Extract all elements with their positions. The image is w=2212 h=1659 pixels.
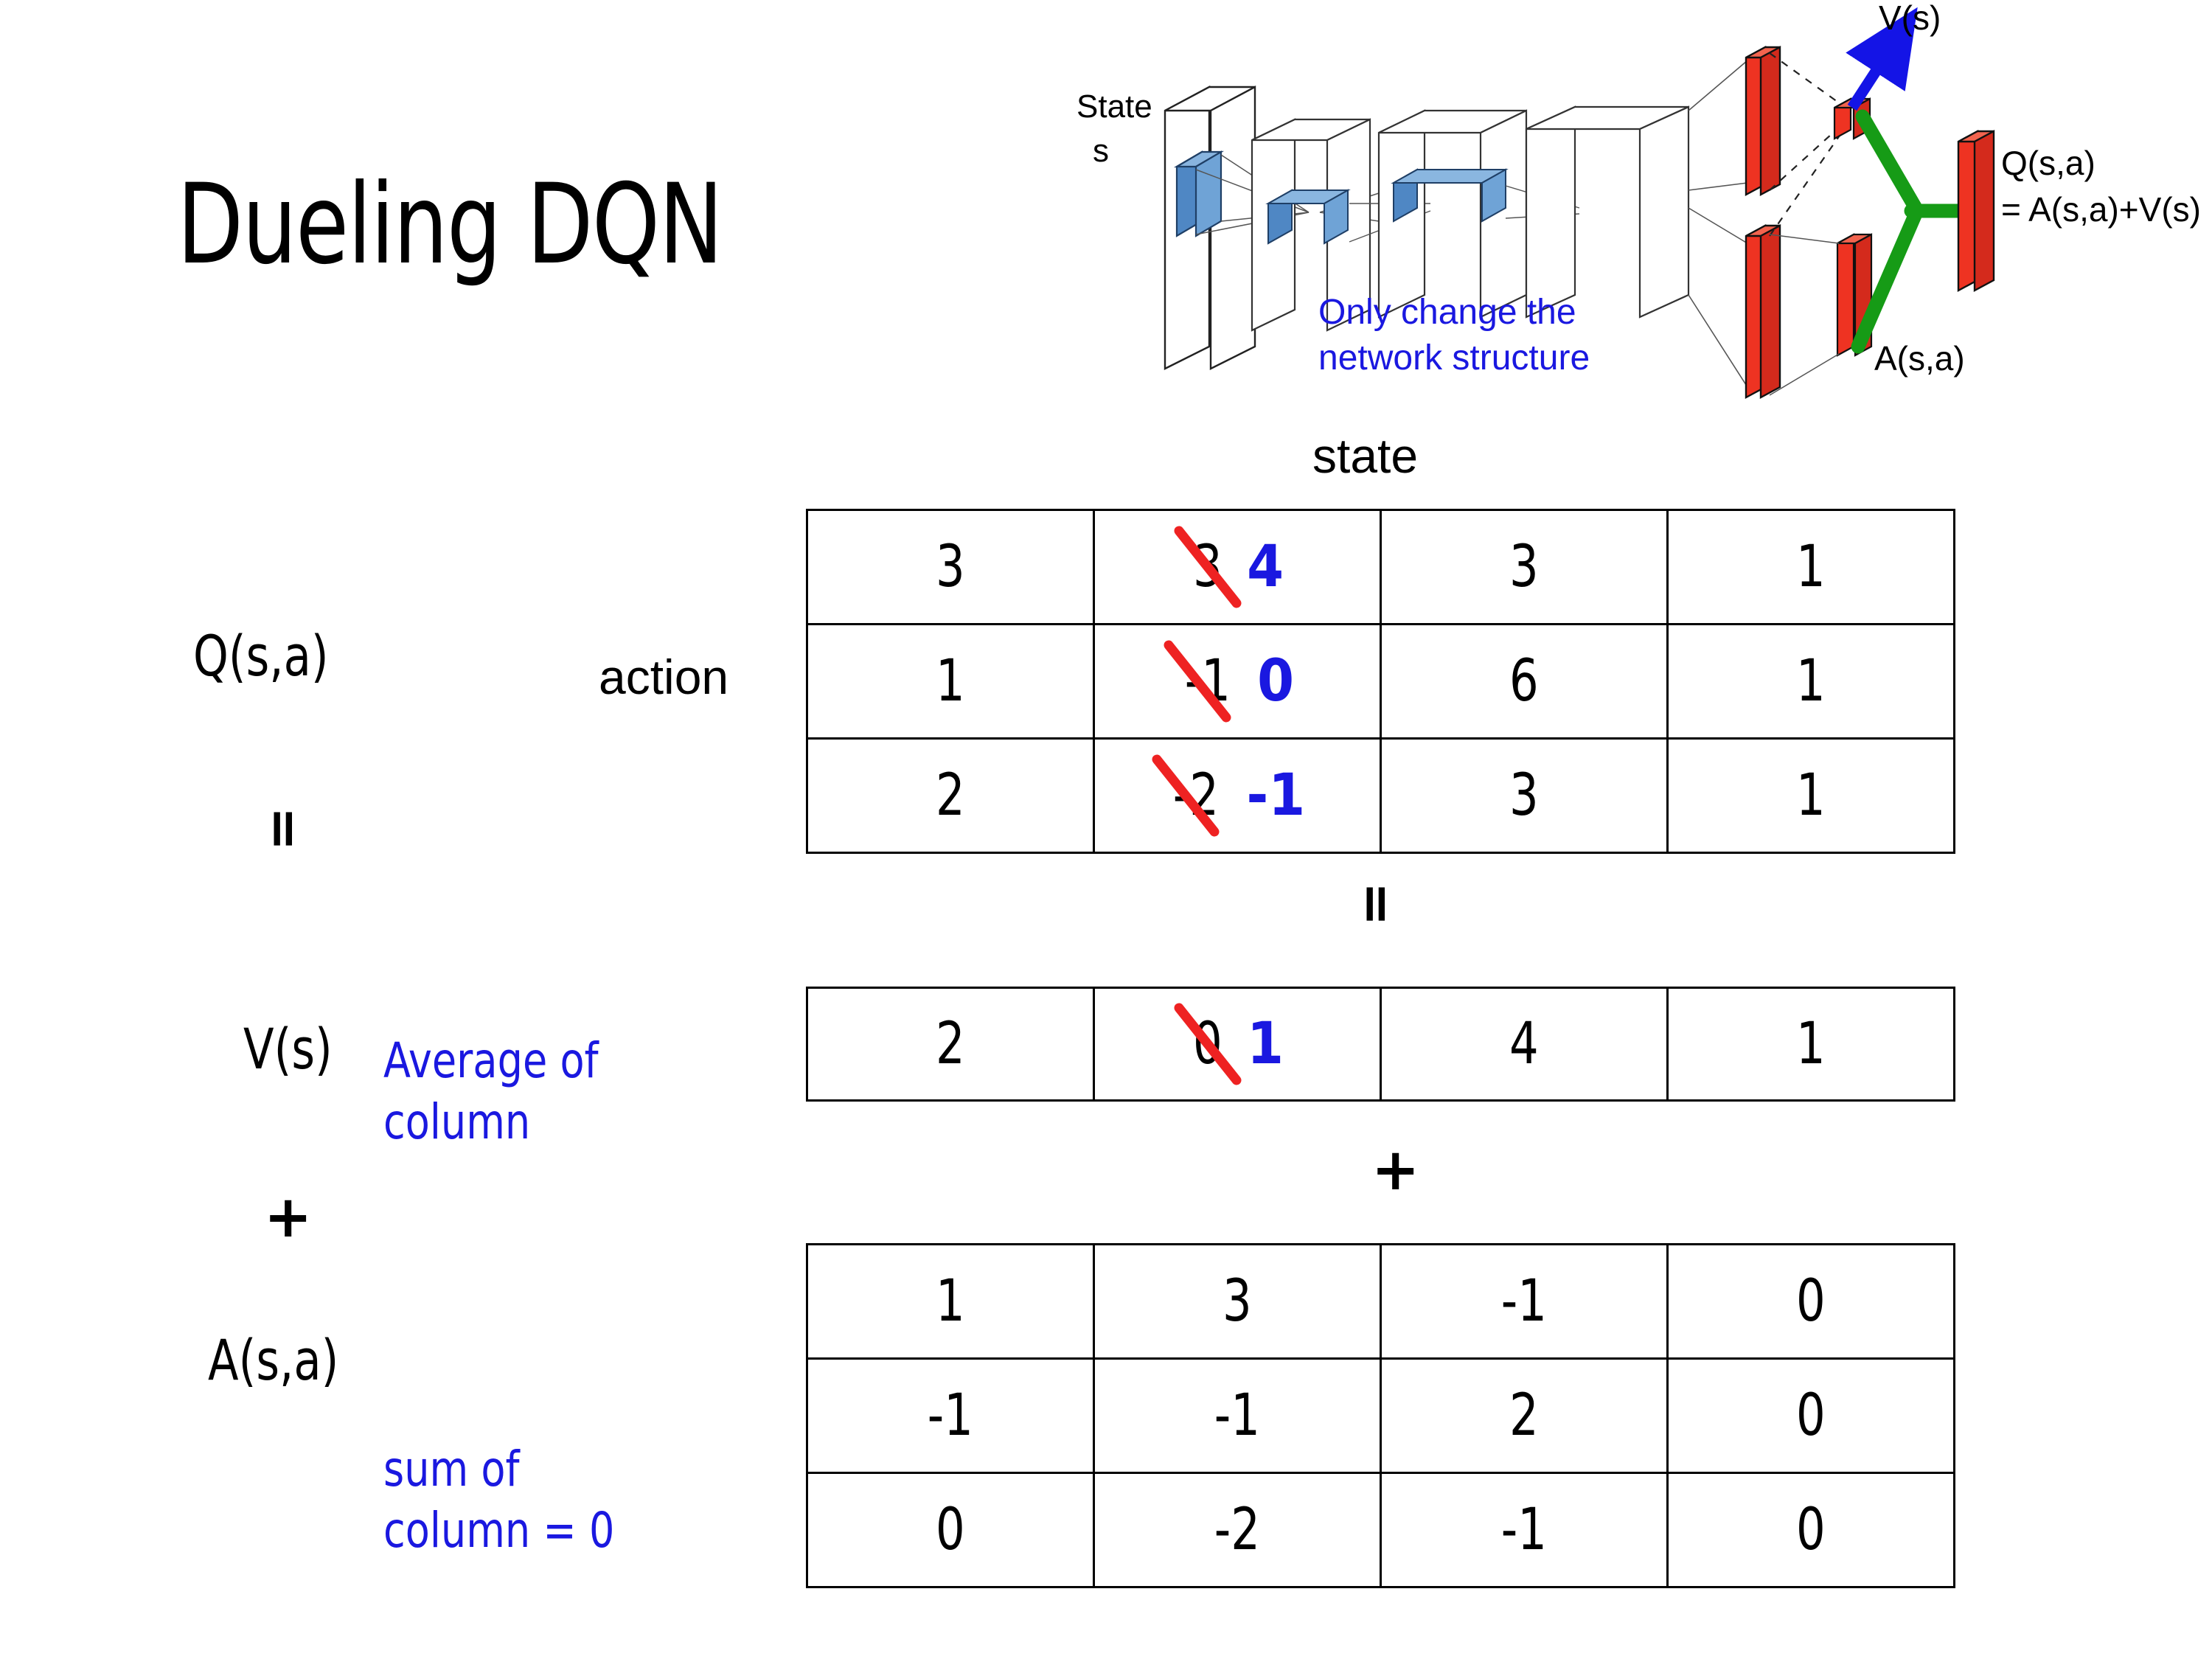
state-axis-header: state [1312, 428, 1419, 483]
q-cell-r0c1-edited: 3 4 [1093, 509, 1382, 625]
table-row: 0 -2 -1 0 [806, 1472, 1955, 1588]
corrected-value: 0 [1256, 648, 1294, 714]
table-row: 2 -2 -1 3 1 [806, 737, 1955, 854]
diagram-note-line2: network structure [1318, 338, 1590, 378]
a-cell-r0c3: 0 [1666, 1243, 1955, 1360]
v-row-label: V(s) [243, 1016, 333, 1082]
table-row: 1 3 -1 0 [806, 1243, 1955, 1360]
q-cell-r2c1-edited: -2 -1 [1093, 737, 1382, 854]
a-cell-r0c2: -1 [1380, 1243, 1669, 1360]
sum-annotation: sum of column = 0 [383, 1441, 615, 1559]
table-row: 3 3 4 3 1 [806, 509, 1955, 625]
state-sublabel: s [1093, 133, 1109, 169]
v-cell-c1-edited: 0 1 [1093, 987, 1382, 1102]
table-row: 1 -1 0 6 1 [806, 623, 1955, 740]
a-cell-r0c1: 3 [1093, 1243, 1382, 1360]
v-cell-c3: 1 [1666, 987, 1955, 1102]
corrected-value: 1 [1246, 1011, 1284, 1077]
value-arrow [1846, 7, 1918, 111]
v-cell-c0: 2 [806, 987, 1095, 1102]
a-row-label: A(s,a) [208, 1327, 339, 1393]
value-output-label: V(s) [1879, 0, 1941, 37]
q-cell-r0c2: 3 [1380, 509, 1669, 625]
a-cell-r2c3: 0 [1666, 1472, 1955, 1588]
advantage-output-label: A(s,a) [1874, 339, 1965, 378]
v-table: 2 0 1 4 1 [806, 987, 1955, 1102]
q-cell-r1c2: 6 [1380, 623, 1669, 740]
page-title: Dueling DQN [177, 161, 723, 289]
a-cell-r2c2: -1 [1380, 1472, 1669, 1588]
equals-sign-left: = [254, 806, 316, 852]
q-cell-r1c0: 1 [806, 623, 1095, 740]
q-formula-label: = A(s,a)+V(s) [2001, 190, 2201, 229]
a-cell-r1c3: 0 [1666, 1357, 1955, 1474]
network-diagram-svg [1164, 7, 1995, 400]
q-cell-r0c3: 1 [1666, 509, 1955, 625]
a-cell-r2c0: 0 [806, 1472, 1095, 1588]
q-cell-r0c0: 3 [806, 509, 1095, 625]
action-axis-header: action [599, 650, 729, 704]
equals-sign-middle: = [1346, 881, 1409, 927]
v-cell-c2: 4 [1380, 987, 1669, 1102]
a-cell-r1c1: -1 [1093, 1357, 1382, 1474]
a-cell-r1c0: -1 [806, 1357, 1095, 1474]
q-cell-r1c1-edited: -1 0 [1093, 623, 1382, 740]
a-cell-r2c1: -2 [1093, 1472, 1382, 1588]
q-cell-r1c3: 1 [1666, 623, 1955, 740]
a-cell-r1c2: 2 [1380, 1357, 1669, 1474]
diagram-note-line1: Only change the [1318, 293, 1576, 332]
corrected-value: -1 [1246, 762, 1305, 829]
q-output-label: Q(s,a) [2001, 144, 2096, 182]
plus-sign-middle: + [1371, 1137, 1420, 1203]
average-annotation: Average of column [383, 1032, 599, 1150]
a-table: 1 3 -1 0 -1 -1 2 0 0 -2 -1 0 [806, 1243, 1955, 1588]
table-row: -1 -1 2 0 [806, 1357, 1955, 1474]
q-cell-r2c0: 2 [806, 737, 1095, 854]
corrected-value: 4 [1246, 534, 1284, 600]
q-cell-r2c3: 1 [1666, 737, 1955, 854]
q-cell-r2c2: 3 [1380, 737, 1669, 854]
table-row: 2 0 1 4 1 [806, 987, 1955, 1102]
state-label: State [1077, 88, 1152, 125]
q-row-label: Q(s,a) [193, 623, 329, 689]
q-table: 3 3 4 3 1 [806, 509, 1955, 854]
a-cell-r0c0: 1 [806, 1243, 1095, 1360]
dueling-network-diagram: State s V(s) A(s,a) Q(s,a) = A(s,a)+V(s)… [1077, 0, 2212, 413]
plus-sign-left: + [264, 1184, 313, 1251]
